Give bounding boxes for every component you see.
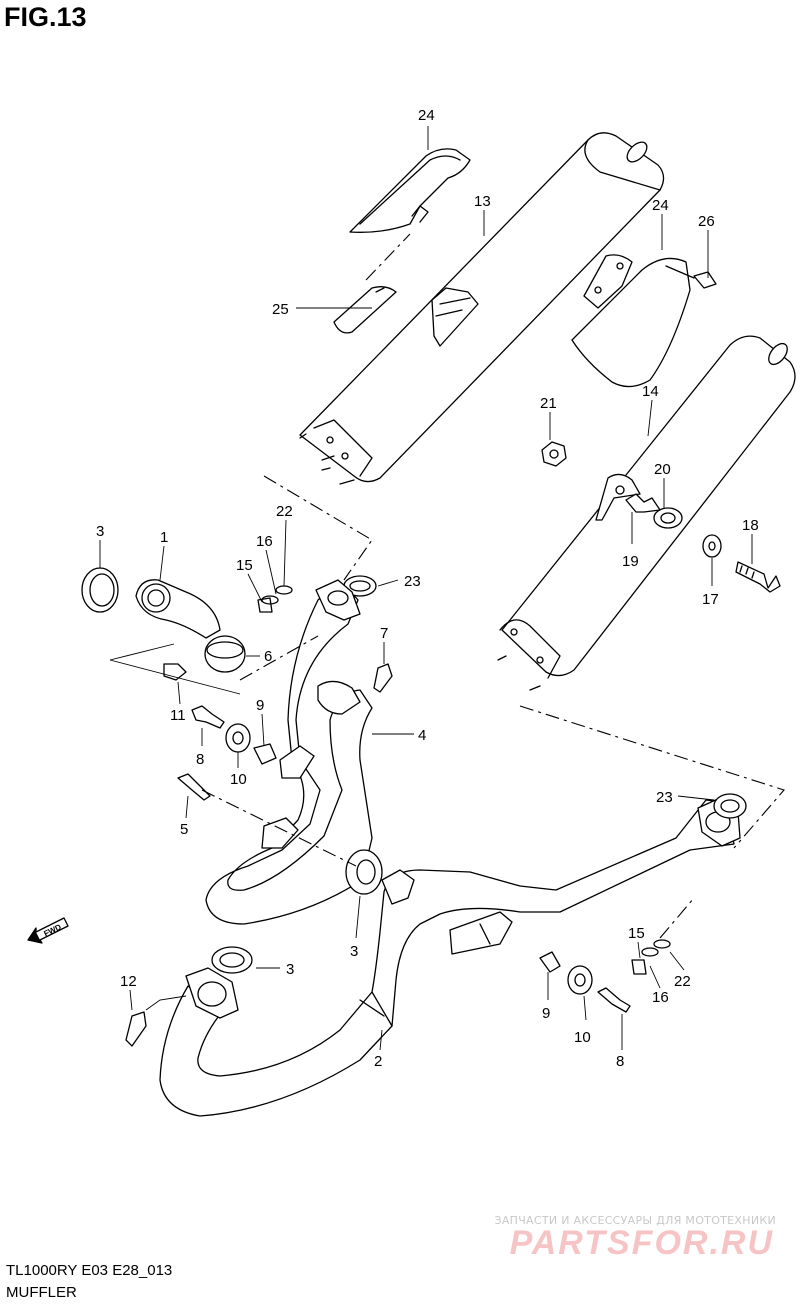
- callout-4: 4: [418, 727, 426, 744]
- callout-18: 18: [742, 517, 759, 534]
- callout-10: 10: [230, 771, 247, 788]
- leader-lines: [99, 126, 753, 1051]
- callout-21: 21: [540, 395, 557, 412]
- arrow-forward-icon: FWD: [27, 917, 69, 944]
- spacer-9-left[interactable]: [253, 743, 277, 765]
- callout-25: 25: [272, 301, 289, 318]
- heat-shield-lower[interactable]: [571, 254, 691, 388]
- callout-3: 3: [286, 961, 294, 978]
- bolt-11[interactable]: [163, 663, 187, 681]
- callout-16: 16: [256, 533, 273, 550]
- callout-15: 15: [236, 557, 253, 574]
- bolt-18[interactable]: [735, 561, 781, 593]
- callout-1: 1: [160, 529, 168, 546]
- washer-17[interactable]: [702, 534, 722, 558]
- callout-3: 3: [350, 943, 358, 960]
- collar-10-right[interactable]: [567, 965, 593, 995]
- callout-9: 9: [542, 1005, 550, 1022]
- callout-7: 7: [380, 625, 388, 642]
- callout-17: 17: [702, 591, 719, 608]
- exhaust-pipe-2[interactable]: [159, 797, 741, 1117]
- section-name: MUFFLER: [6, 1284, 77, 1301]
- callout-11: 11: [170, 707, 186, 724]
- callout-22: 22: [674, 973, 691, 990]
- callout-15: 15: [628, 925, 645, 942]
- bolt-7[interactable]: [373, 663, 393, 693]
- callout-16: 16: [652, 989, 669, 1006]
- gasket-3-mid[interactable]: [345, 849, 383, 895]
- callout-8: 8: [616, 1053, 624, 1070]
- callout-20: 20: [654, 461, 671, 478]
- callout-labels: 24 13 24 26 25 21 14 20 18 19 17 3 1 22 …: [96, 107, 759, 1070]
- figure-title: FIG.13: [4, 2, 87, 32]
- clip-seals-15-16-22-right[interactable]: [631, 939, 671, 975]
- bolt-12[interactable]: [125, 1011, 147, 1047]
- collar-10-left[interactable]: [225, 723, 251, 753]
- forward-direction-badge: FWD: [26, 910, 70, 944]
- callout-8: 8: [196, 751, 204, 768]
- gasket-3-lower[interactable]: [211, 946, 253, 974]
- fwd-label: FWD: [42, 922, 63, 938]
- spacer-9-right[interactable]: [539, 951, 561, 973]
- collar-20[interactable]: [653, 507, 683, 529]
- gasket-3-left[interactable]: [81, 567, 119, 613]
- callout-10: 10: [574, 1029, 591, 1046]
- callout-12: 12: [120, 973, 137, 990]
- callout-3: 3: [96, 523, 104, 540]
- callout-22: 22: [276, 503, 293, 520]
- callout-6: 6: [264, 648, 272, 665]
- callout-19: 19: [622, 553, 639, 570]
- heat-shield-upper[interactable]: [349, 148, 471, 233]
- insulator-pad[interactable]: [333, 286, 397, 334]
- callout-23: 23: [404, 573, 421, 590]
- callout-5: 5: [180, 821, 188, 838]
- exhaust-joint-1[interactable]: [135, 579, 221, 639]
- callout-9: 9: [256, 697, 264, 714]
- bolt-8-right[interactable]: [597, 987, 631, 1013]
- callout-23: 23: [656, 789, 673, 806]
- callout-24: 24: [652, 197, 669, 214]
- callout-14: 14: [642, 383, 659, 400]
- nut-21[interactable]: [541, 441, 567, 467]
- muffler-upper[interactable]: [299, 132, 665, 485]
- gasket-23-upper[interactable]: [343, 575, 377, 597]
- bolt-26[interactable]: [665, 265, 717, 289]
- spring-seal-6[interactable]: [204, 635, 246, 673]
- watermark-brand: PARTSFOR.RU: [509, 1224, 774, 1262]
- callout-13: 13: [474, 193, 491, 210]
- bolt-8-left[interactable]: [191, 705, 225, 729]
- bolt-19[interactable]: [625, 493, 661, 513]
- watermark-tagline: ЗАПЧАСТИ И АКСЕССУАРЫ ДЛЯ МОТОТЕХНИКИ: [494, 1214, 776, 1227]
- exhaust-pipe-4[interactable]: [205, 579, 373, 925]
- callout-26: 26: [698, 213, 715, 230]
- callout-2: 2: [374, 1053, 382, 1070]
- callout-24: 24: [418, 107, 435, 124]
- model-code: TL1000RY E03 E28_013: [6, 1262, 173, 1279]
- bolt-5[interactable]: [177, 773, 211, 801]
- gasket-23-lower[interactable]: [713, 793, 747, 819]
